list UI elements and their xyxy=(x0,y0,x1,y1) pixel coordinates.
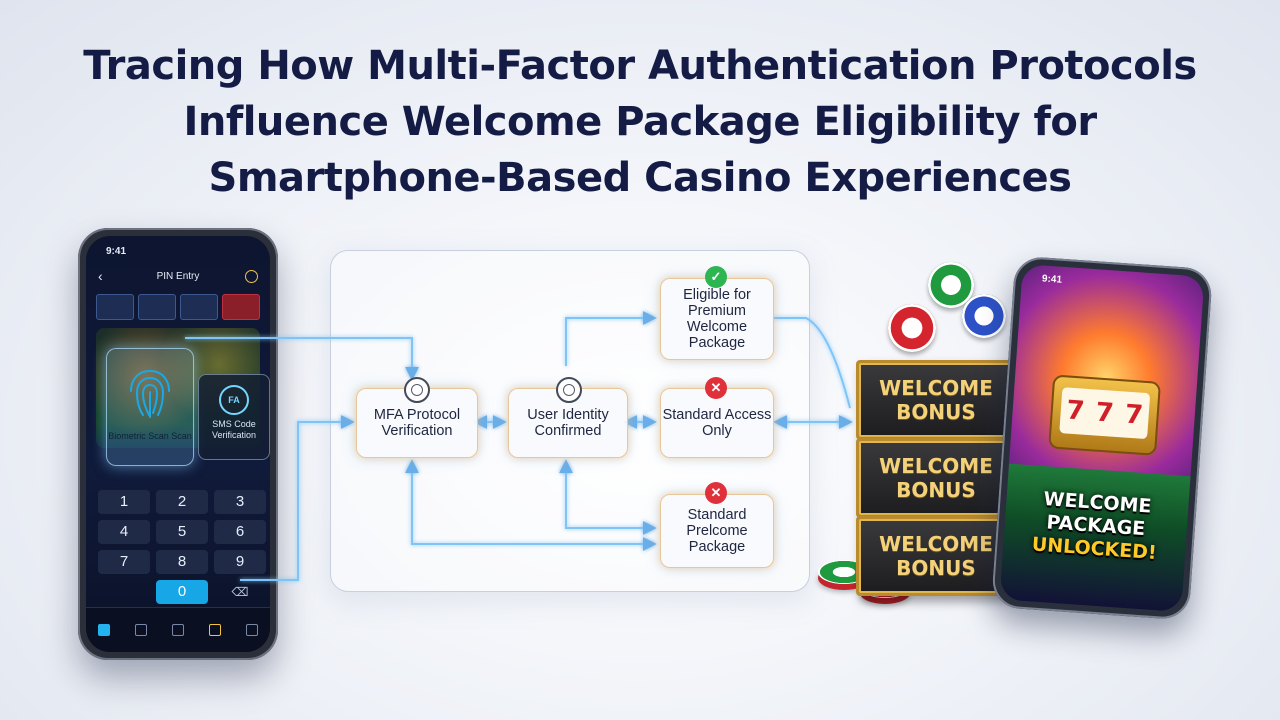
crate-label: WELCOME BONUS xyxy=(879,532,993,580)
reel-seven-icon: 7 xyxy=(1123,399,1145,431)
key-4[interactable]: 4 xyxy=(98,520,150,544)
connector-premium-crates xyxy=(772,317,851,409)
right-phone-screen: 9:41 7 7 7 WELCOME PACKAGE UNLOCKED! xyxy=(999,264,1205,612)
connector-pin-mfa xyxy=(240,415,355,581)
key-3[interactable]: 3 xyxy=(214,490,266,514)
fingerprint-icon xyxy=(130,370,170,418)
backspace-icon[interactable]: ⌫ xyxy=(231,585,249,599)
games-icon[interactable] xyxy=(135,624,148,636)
sms-verification-card[interactable]: FA SMS Code Verification xyxy=(198,374,270,460)
reel-seven-icon: 7 xyxy=(1065,395,1086,427)
node-standard-access-label: Standard Access Only xyxy=(662,407,772,439)
status-time: 9:41 xyxy=(106,246,127,257)
biometric-scan-card[interactable]: Biometric Scan Scan xyxy=(106,348,194,466)
welcome-bonus-crate: WELCOME BONUS xyxy=(856,360,1016,440)
back-arrow-icon[interactable]: ‹ xyxy=(98,268,103,284)
key-2[interactable]: 2 xyxy=(156,490,208,514)
key-5[interactable]: 5 xyxy=(156,520,208,544)
rewards-icon[interactable] xyxy=(208,624,221,636)
node-premium-label: Eligible for Premium Welcome Package xyxy=(683,287,751,351)
slot-machine-icon: 7 7 7 xyxy=(1048,374,1162,456)
node-identity-label: User Identity Confirmed xyxy=(527,407,609,439)
crate-label: WELCOME BONUS xyxy=(879,454,993,502)
connector-mfa-package xyxy=(405,459,657,551)
poker-chip-red-icon xyxy=(888,304,936,352)
cross-icon: ✕ xyxy=(705,482,727,504)
key-0[interactable]: 0 xyxy=(156,580,208,604)
bottom-nav xyxy=(86,607,270,652)
right-phone: 9:41 7 7 7 WELCOME PACKAGE UNLOCKED! xyxy=(990,255,1214,621)
reel-seven-icon: 7 xyxy=(1094,397,1115,429)
welcome-bonus-crate: WELCOME BONUS xyxy=(856,516,1016,596)
crate-label: WELCOME BONUS xyxy=(879,376,993,424)
game-strip xyxy=(96,294,260,320)
node-mfa-label: MFA Protocol Verification xyxy=(373,407,461,439)
settings-icon[interactable] xyxy=(245,270,258,283)
biometric-label: Biometric Scan Scan xyxy=(108,431,192,441)
node-standard-package-label: Standard Prelcome Package xyxy=(686,507,748,555)
home-icon[interactable] xyxy=(98,624,111,636)
title-line-1: Tracing How Multi-Factor Authentication … xyxy=(83,43,1197,89)
pending-icon xyxy=(404,377,430,403)
node-standard-access[interactable]: Standard Access Only xyxy=(660,388,774,458)
title-line-3: Smartphone-Based Casino Experiences xyxy=(208,155,1072,201)
key-9[interactable]: 9 xyxy=(214,550,266,574)
key-6[interactable]: 6 xyxy=(214,520,266,544)
sms-refresh-icon: FA xyxy=(219,385,249,415)
connector-identity-package xyxy=(559,459,657,535)
status-time: 9:41 xyxy=(1041,273,1063,286)
connector-biometric-mfa xyxy=(185,337,419,381)
game-tile[interactable] xyxy=(180,294,218,320)
pending-icon xyxy=(556,377,582,403)
promotions-icon[interactable] xyxy=(171,624,184,636)
key-7[interactable]: 7 xyxy=(98,550,150,574)
profile-icon[interactable] xyxy=(245,624,258,636)
left-phone: 9:41 ‹ PIN Entry Biomet xyxy=(78,228,278,660)
poker-chip-blue-icon xyxy=(962,294,1006,338)
unlock-message: WELCOME PACKAGE UNLOCKED! xyxy=(1003,486,1189,568)
left-phone-screen: 9:41 ‹ PIN Entry Biomet xyxy=(86,236,270,652)
pin-keypad: 1 2 3 4 5 6 7 8 9 0 ⌫ xyxy=(98,490,266,604)
sms-label: SMS Code Verification xyxy=(211,419,257,440)
game-tile[interactable] xyxy=(222,294,260,320)
connector-identity-premium xyxy=(565,311,657,366)
screen-header: PIN Entry xyxy=(156,271,200,282)
key-1[interactable]: 1 xyxy=(98,490,150,514)
game-tile[interactable] xyxy=(138,294,176,320)
check-icon: ✓ xyxy=(705,266,727,288)
slot-reels: 7 7 7 xyxy=(1059,387,1151,440)
node-premium-package[interactable]: Eligible for Premium Welcome Package xyxy=(660,278,774,360)
page-title: Tracing How Multi-Factor Authentication … xyxy=(0,38,1280,206)
welcome-bonus-crate: WELCOME BONUS xyxy=(856,438,1016,518)
game-tile[interactable] xyxy=(96,294,134,320)
title-line-2: Influence Welcome Package Eligibility fo… xyxy=(183,99,1097,145)
node-standard-package[interactable]: Standard Prelcome Package xyxy=(660,494,774,568)
cross-icon: ✕ xyxy=(705,377,727,399)
key-8[interactable]: 8 xyxy=(156,550,208,574)
poker-chip-green-icon xyxy=(928,262,974,308)
